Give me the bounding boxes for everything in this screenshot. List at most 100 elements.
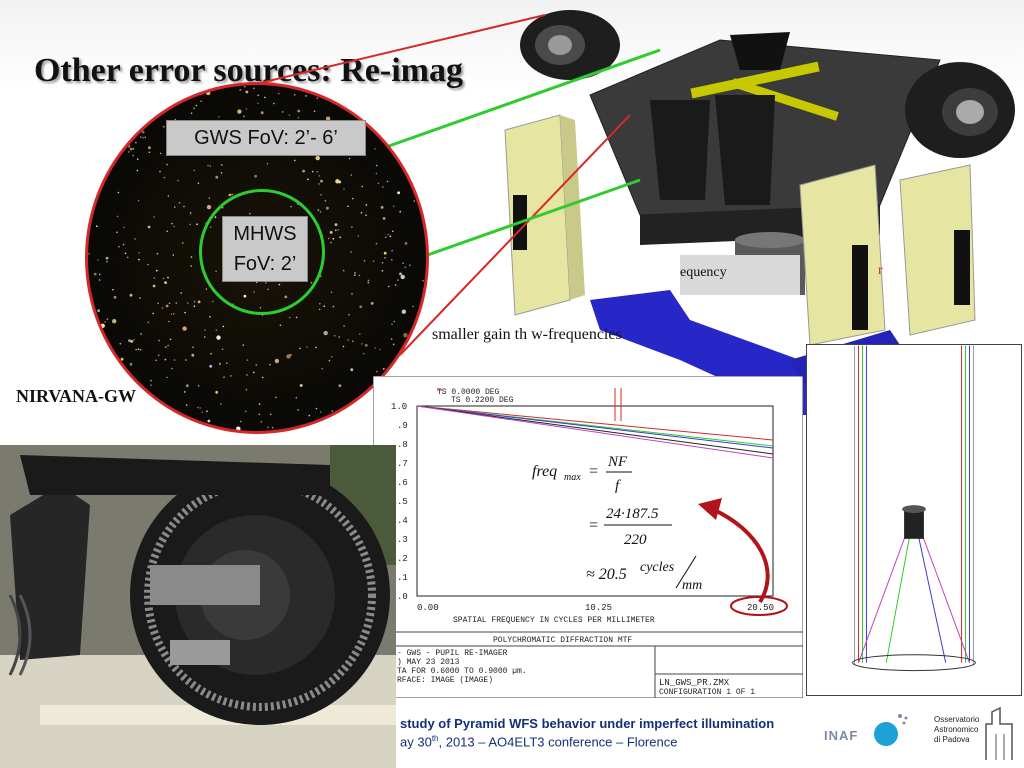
star bbox=[180, 292, 182, 294]
star bbox=[382, 186, 384, 188]
star bbox=[348, 157, 351, 160]
star bbox=[206, 90, 211, 96]
star bbox=[98, 279, 101, 281]
star bbox=[407, 95, 410, 99]
star bbox=[372, 260, 375, 262]
star bbox=[366, 104, 369, 106]
star bbox=[204, 336, 206, 338]
star bbox=[115, 108, 118, 110]
star bbox=[387, 233, 389, 236]
star bbox=[246, 359, 249, 361]
star bbox=[97, 309, 100, 313]
star bbox=[258, 403, 261, 405]
y-tick: .7 bbox=[397, 459, 408, 469]
star bbox=[230, 375, 232, 377]
star bbox=[116, 231, 118, 234]
star bbox=[105, 256, 109, 260]
star bbox=[379, 348, 381, 351]
star bbox=[190, 112, 193, 114]
star bbox=[117, 191, 120, 194]
star bbox=[391, 259, 393, 261]
star bbox=[91, 371, 93, 373]
star bbox=[99, 273, 101, 276]
star bbox=[358, 274, 361, 277]
star bbox=[147, 321, 150, 324]
star bbox=[171, 367, 173, 370]
r-fragment: r bbox=[878, 263, 883, 278]
star bbox=[425, 231, 426, 234]
star bbox=[207, 419, 211, 423]
star bbox=[150, 384, 152, 386]
star bbox=[365, 214, 367, 216]
star bbox=[381, 262, 384, 264]
star bbox=[228, 193, 232, 197]
star bbox=[134, 238, 136, 240]
star bbox=[151, 416, 153, 419]
star bbox=[348, 314, 350, 316]
star bbox=[165, 304, 169, 308]
star bbox=[318, 183, 320, 185]
star bbox=[164, 281, 167, 284]
star bbox=[325, 116, 331, 121]
star bbox=[124, 252, 127, 255]
star bbox=[97, 162, 101, 165]
star bbox=[264, 96, 266, 99]
star bbox=[423, 303, 426, 305]
star bbox=[338, 384, 342, 388]
star bbox=[111, 162, 114, 164]
star bbox=[299, 347, 301, 350]
star bbox=[148, 146, 151, 150]
star bbox=[118, 245, 120, 248]
star bbox=[142, 136, 144, 139]
star bbox=[201, 411, 204, 413]
star bbox=[330, 241, 332, 244]
x-tick: 0.00 bbox=[417, 603, 439, 613]
star bbox=[343, 188, 345, 190]
star bbox=[419, 86, 422, 89]
star bbox=[193, 305, 196, 307]
star bbox=[192, 346, 194, 349]
star bbox=[279, 324, 282, 326]
star bbox=[413, 190, 416, 194]
star bbox=[197, 300, 201, 304]
obs-line-1: Osservatorio bbox=[934, 715, 980, 724]
star bbox=[210, 353, 212, 355]
star bbox=[118, 101, 120, 103]
star bbox=[400, 274, 405, 280]
star bbox=[329, 231, 333, 234]
star bbox=[381, 270, 384, 272]
star bbox=[297, 117, 300, 119]
star bbox=[89, 350, 92, 354]
star bbox=[352, 340, 354, 342]
star bbox=[290, 354, 292, 356]
mhws-fov-label: MHWS FoV: 2’ bbox=[222, 216, 308, 282]
star bbox=[311, 170, 314, 173]
star bbox=[119, 342, 122, 345]
star bbox=[88, 195, 90, 197]
star bbox=[418, 171, 422, 175]
star bbox=[164, 358, 167, 361]
star bbox=[418, 364, 422, 368]
star bbox=[269, 413, 272, 416]
star bbox=[269, 363, 271, 366]
star bbox=[221, 348, 224, 351]
star bbox=[342, 345, 345, 348]
inaf-logo-dot-icon bbox=[874, 722, 898, 746]
gws-fov-label: GWS FoV: 2’- 6’ bbox=[166, 120, 366, 156]
star bbox=[350, 368, 354, 372]
file-line-2: CONFIGURATION 1 OF 1 bbox=[659, 688, 755, 697]
star bbox=[244, 410, 247, 413]
star bbox=[424, 86, 426, 88]
star bbox=[147, 390, 150, 393]
mtf-curve-black bbox=[416, 405, 774, 455]
star bbox=[178, 202, 181, 204]
star bbox=[340, 426, 342, 429]
star bbox=[262, 432, 264, 434]
star bbox=[399, 132, 402, 135]
star bbox=[191, 353, 195, 357]
star bbox=[180, 430, 183, 431]
y-tick: .4 bbox=[397, 516, 408, 526]
star bbox=[167, 195, 170, 197]
star bbox=[271, 426, 274, 429]
star bbox=[240, 420, 242, 423]
